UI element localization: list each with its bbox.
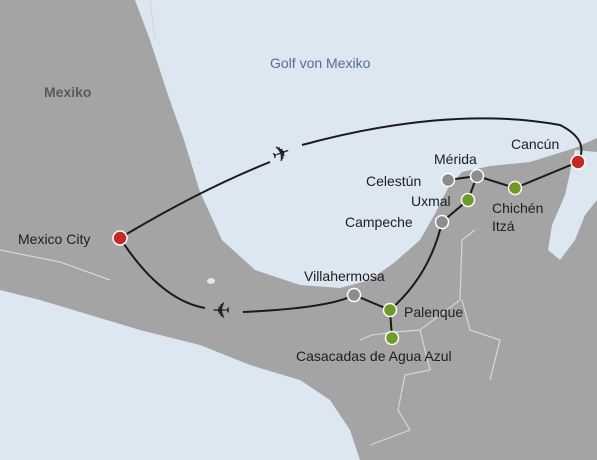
- marker-villahermosa: [346, 287, 362, 303]
- flight-route-outbound: [119, 161, 271, 239]
- pacific-coast: [0, 290, 360, 460]
- marker-merida: [469, 168, 485, 184]
- marker-palenque: [382, 302, 398, 318]
- country-border: [0, 0, 156, 281]
- island: [207, 278, 215, 284]
- coast-detail: [548, 150, 597, 260]
- sea-label: Golf von Mexiko: [270, 55, 371, 71]
- land-detail: [470, 250, 597, 460]
- flight-route-return: [119, 237, 206, 309]
- marker-cancun: [570, 154, 586, 170]
- place-label: Mérida: [434, 151, 477, 167]
- marker-agua-azul: [384, 330, 400, 346]
- place-label: Itzá: [492, 218, 515, 234]
- marker-chichen-itza: [507, 180, 523, 196]
- marker-uxmal: [460, 192, 476, 208]
- place-label: Chichén: [492, 200, 544, 216]
- place-label: Palenque: [404, 304, 464, 320]
- country-label: Mexiko: [44, 84, 92, 100]
- country-border: [359, 229, 501, 446]
- place-label: Uxmal: [411, 193, 451, 209]
- place-label: Cancún: [511, 136, 560, 152]
- marker-mexico-city: [112, 230, 128, 246]
- marker-campeche: [434, 214, 450, 230]
- place-label: Campeche: [345, 214, 413, 230]
- place-label: Mexico City: [18, 231, 91, 247]
- place-label: Celestún: [366, 173, 422, 189]
- place-label: Casacadas de Agua Azul: [296, 348, 452, 364]
- place-label: Villahermosa: [304, 268, 385, 284]
- marker-celestun: [440, 172, 456, 188]
- airplane-icon: ✈: [212, 297, 231, 322]
- flight-route-outbound: [301, 117, 583, 163]
- island: [164, 124, 170, 132]
